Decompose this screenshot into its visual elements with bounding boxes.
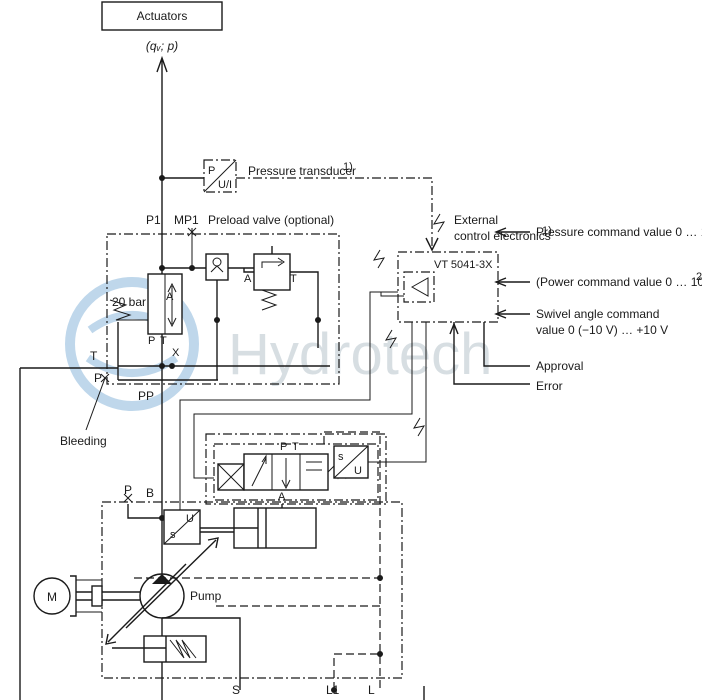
valve-t-label: T [160, 335, 167, 347]
counter-spring-icon [169, 639, 197, 659]
watermark-text: Hydrotech [228, 322, 492, 387]
pump-label: Pump [190, 589, 222, 603]
port-mp1: MP1 [174, 213, 199, 227]
pump-swivel-arrow [125, 539, 217, 629]
external-electronics-line1: External [454, 213, 498, 227]
preload-a: A [244, 273, 252, 285]
bleeding-label: Bleeding [60, 434, 107, 448]
setting-20bar: 20 bar [112, 295, 146, 309]
pressure-transducer-note: 1) [343, 161, 353, 173]
valve-group-box [205, 433, 387, 505]
preload-valve-label: Preload valve (optional) [208, 213, 334, 227]
signal-bolt-icon-3 [384, 329, 398, 349]
valve-a-label: A [166, 291, 174, 303]
signal-bolt-icon-2 [372, 249, 386, 269]
port-b-icon [123, 493, 133, 503]
flow-pressure-label: (qᵥ; p) [146, 39, 178, 53]
dv-p-label: P [280, 441, 287, 453]
transducer-ui: U/I [218, 179, 232, 191]
error-label: Error [536, 379, 563, 393]
swivel-sensor-u: U [354, 465, 362, 477]
port-t: T [90, 349, 98, 363]
motor-label: M [47, 590, 57, 604]
power-command-label: (Power command value 0 … 10 V) [536, 275, 702, 289]
port-pp: PP [138, 389, 154, 403]
motor-symbol [33, 577, 71, 615]
swivel-sensor-s: s [338, 451, 344, 463]
valve-x-label: X [172, 347, 180, 359]
counter-cylinder [143, 635, 207, 663]
power-command-note: 2) [696, 271, 702, 283]
signal-bolt-icon [432, 213, 446, 233]
check-valve [205, 253, 229, 281]
pressure-transducer [203, 159, 237, 193]
actuator-arrow [156, 55, 168, 73]
dv-t-label: T [292, 441, 299, 453]
actuators-box [101, 1, 223, 31]
pressure-command-label: Pressure command value 0 … 10 V [536, 225, 702, 239]
mp1-port-icon [187, 227, 197, 237]
swivel-label-line2: value 0 (−10 V) … +10 V [536, 323, 668, 337]
preload-spring-icon [260, 289, 278, 311]
transducer-signal-line [236, 177, 433, 248]
port-p1: P1 [146, 213, 161, 227]
approval-label: Approval [536, 359, 583, 373]
swivel-label-line1: Swivel angle command [536, 307, 659, 321]
preload-t: T [290, 273, 297, 285]
controller-spring-icon [109, 299, 148, 321]
port-s: S [232, 683, 240, 697]
port-l: L [368, 683, 375, 697]
position-sensor-u: U [186, 513, 194, 525]
port-l1: L1 [326, 683, 340, 697]
dv-a-label: A [278, 491, 286, 503]
transducer-p: P [208, 165, 215, 177]
preload-valve [253, 253, 291, 291]
vt-label: VT 5041-3X [434, 259, 493, 271]
port-b: B [146, 486, 154, 500]
controller-block [106, 233, 340, 385]
vt-amplifier-icon [403, 271, 435, 303]
port-p: P [94, 371, 102, 385]
valve-p-label: P [148, 335, 155, 347]
signal-bolt-icon-4 [412, 417, 426, 437]
actuators-label: Actuators [137, 9, 188, 23]
pressure-transducer-label: Pressure transducer [248, 164, 356, 178]
external-electronics-note: 1) [542, 225, 552, 237]
port-p-pump: P [124, 483, 132, 497]
position-sensor-s: s [170, 529, 176, 541]
